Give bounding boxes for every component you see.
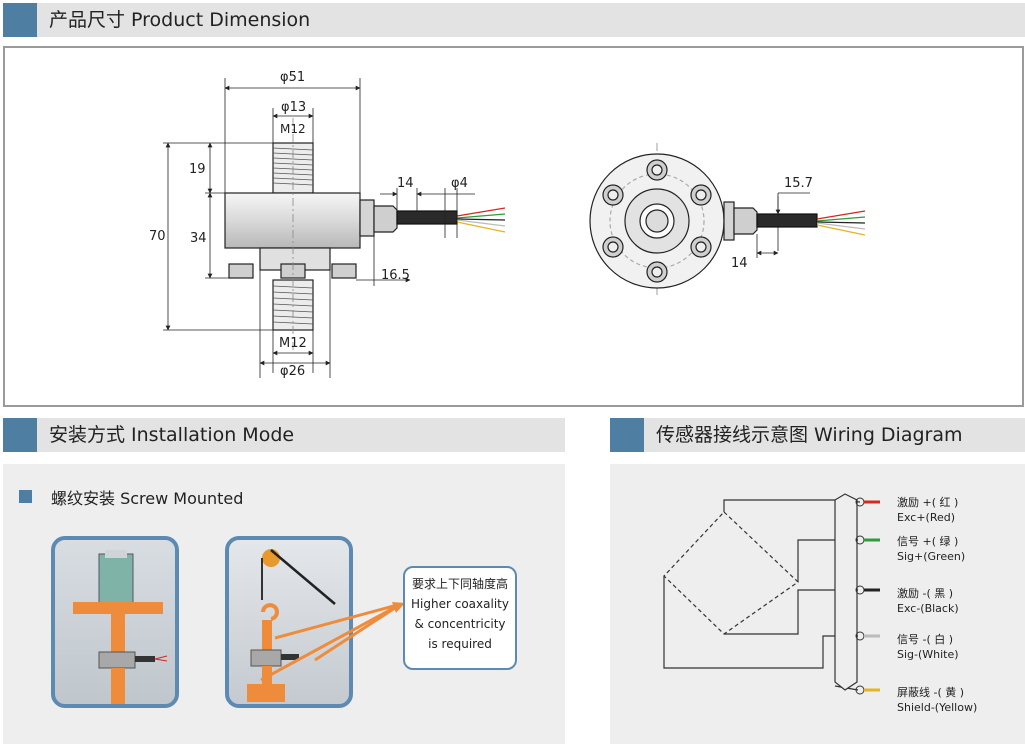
dim-phi4-label: φ4 [451, 176, 468, 191]
wiring-diagram [663, 493, 880, 695]
callout-cn-text: 要求上下同轴度高 [411, 577, 508, 591]
installation-panel: 螺纹安装 Screw Mounted [3, 464, 565, 744]
dim-16-5-label: 16.5 [381, 268, 410, 283]
installation-photo-1 [51, 536, 179, 708]
dim-14-label: 14 [397, 176, 414, 191]
wire-label-exc-plus: 激励 +( 红 )Exc+(Red) [897, 496, 959, 524]
load-cell-front-view [224, 118, 506, 353]
dim-side-14-label: 14 [731, 256, 748, 271]
dim-phi13-label: φ13 [281, 100, 307, 115]
callout-en-text-1: Higher coaxality [411, 597, 509, 611]
dim-34-label: 34 [190, 231, 207, 246]
section-header-marker [3, 418, 37, 452]
section-header-wiring-diagram: 传感器接线示意图 Wiring Diagram [610, 418, 1025, 452]
dim-m12-top-label: M12 [280, 122, 306, 136]
callout-en-text-2: & concentricity [414, 617, 506, 631]
load-cell-side-view [589, 143, 866, 298]
screw-mounted-label: 螺纹安装 Screw Mounted [51, 489, 244, 508]
dim-phi51-label: φ51 [280, 70, 306, 85]
section-header-marker [3, 3, 37, 37]
wire-label-shield: 屏蔽线 -( 黄 )Shield-(Yellow) [897, 686, 978, 714]
wire-label-exc-minus: 激励 -( 黑 )Exc-(Black) [897, 587, 959, 615]
dim-side-15-7-label: 15.7 [784, 176, 813, 191]
dimension-drawing [163, 78, 866, 378]
section-header-marker [610, 418, 644, 452]
callout-en-text-3: is required [428, 637, 492, 651]
dim-70-label: 70 [149, 229, 166, 244]
bullet-square [19, 490, 32, 503]
front-view-dimension-lines [163, 78, 475, 378]
section-title: 安装方式 Installation Mode [49, 424, 295, 446]
dim-phi26-label: φ26 [280, 364, 306, 379]
wiring-panel: 激励 +( 红 )Exc+(Red) 信号 +( 绿 )Sig+(Green) … [610, 464, 1025, 744]
coaxiality-callout: 要求上下同轴度高 Higher coaxality & concentricit… [403, 566, 517, 670]
wire-label-sig-minus: 信号 -( 白 )Sig-(White) [897, 633, 959, 661]
callout-arrows [260, 602, 405, 682]
section-title: 传感器接线示意图 Wiring Diagram [656, 424, 963, 446]
dimension-drawing-panel: φ51 φ13 M12 19 70 34 14 φ4 16.5 M12 φ26 … [3, 46, 1024, 407]
section-title: 产品尺寸 Product Dimension [49, 9, 311, 31]
section-header-installation-mode: 安装方式 Installation Mode [3, 418, 565, 452]
section-header-product-dimension: 产品尺寸 Product Dimension [3, 3, 1025, 37]
wire-ends [855, 497, 880, 695]
wire-label-sig-plus: 信号 +( 绿 )Sig+(Green) [897, 535, 966, 563]
side-view-dimension-lines [756, 192, 810, 258]
dim-m12-bottom-label: M12 [279, 336, 307, 351]
dim-19-label: 19 [189, 162, 206, 177]
